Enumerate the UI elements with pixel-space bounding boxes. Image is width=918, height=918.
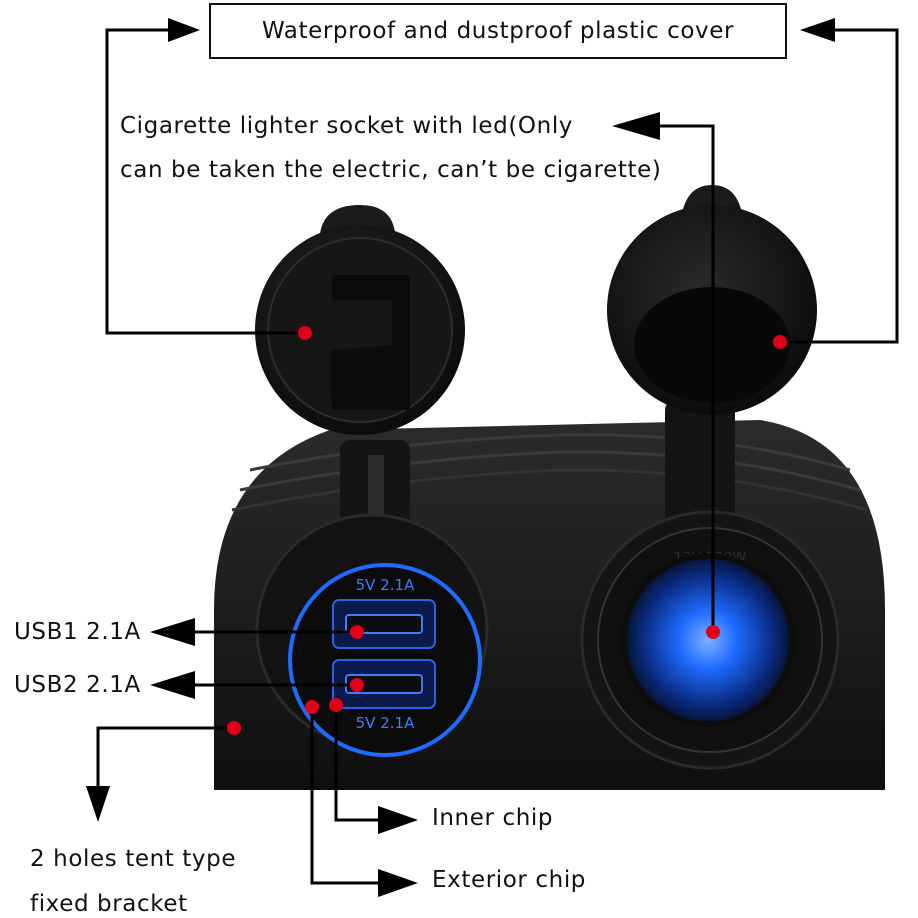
usb1-label: USB1 2.1A	[14, 619, 141, 645]
usb2-label: USB2 2.1A	[14, 672, 141, 698]
usb-bottom-rating: 5V 2.1A	[356, 714, 415, 732]
arrow-cover-left	[168, 18, 200, 42]
lighter-led-glow	[626, 558, 790, 722]
marker-usb2	[350, 678, 364, 692]
inner-chip-label: Inner chip	[432, 805, 554, 831]
marker-inner-chip	[329, 698, 343, 712]
arrow-usb1	[150, 618, 195, 646]
marker-lighter	[706, 625, 720, 639]
marker-usb1	[350, 625, 364, 639]
bracket-label-line2: fixed bracket	[30, 891, 188, 917]
lighter-label-line1: Cigarette lighter socket with led(Only	[120, 113, 574, 139]
exterior-chip-label: Exterior chip	[432, 867, 587, 893]
marker-cover-right	[773, 335, 787, 349]
arrow-lighter	[612, 112, 660, 140]
arrow-bracket	[86, 786, 110, 822]
marker-bracket	[227, 721, 241, 735]
cover-label-box: Waterproof and dustproof plastic cover	[209, 3, 787, 59]
marker-exterior-chip	[305, 700, 319, 714]
cover-label: Waterproof and dustproof plastic cover	[261, 18, 735, 44]
marker-cover-left	[298, 326, 312, 340]
arrow-exterior-chip	[378, 869, 418, 897]
usb-top-rating: 5V 2.1A	[356, 576, 415, 594]
lighter-label-line2: can be taken the electric, can’t be ciga…	[120, 157, 662, 183]
arrow-cover-right	[800, 18, 835, 42]
bracket-label-line1: 2 holes tent type	[30, 846, 237, 872]
arrow-inner-chip	[378, 806, 418, 834]
arrow-usb2	[150, 671, 195, 699]
